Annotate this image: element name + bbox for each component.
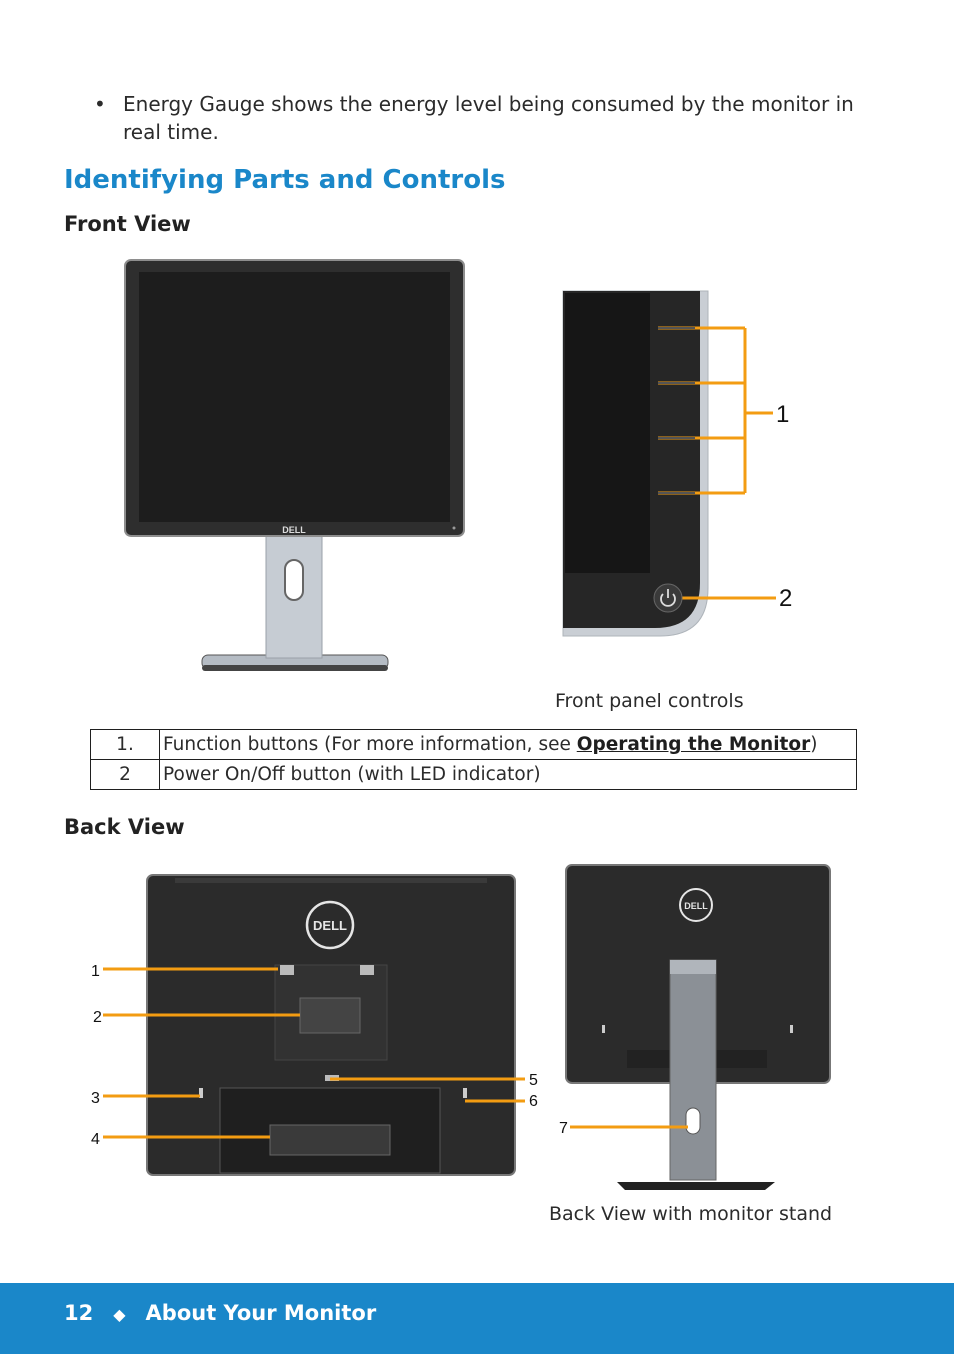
stand-base-shadow <box>202 665 388 671</box>
lock-slot-3 <box>199 1088 203 1098</box>
page-number: 12 <box>64 1301 94 1325</box>
dell-logo-back <box>305 900 355 950</box>
bullet-text: Energy Gauge shows the energy level bein… <box>123 92 854 144</box>
row-description: Power On/Off button (with LED indicator) <box>159 759 857 790</box>
service-tag <box>269 1124 391 1156</box>
back-callout-4: 4 <box>91 1131 100 1148</box>
panel-screen <box>565 293 650 573</box>
power-led <box>452 526 456 530</box>
power-icon <box>660 593 676 607</box>
front-view-caption: Front panel controls <box>555 690 744 712</box>
operating-the-monitor-link[interactable]: Operating the Monitor <box>576 734 811 755</box>
diamond-icon: ◆ <box>113 1305 126 1324</box>
back-callout-5: 5 <box>529 1072 538 1089</box>
back-callouts-right: 5 6 <box>529 1072 538 1110</box>
back-callout-1: 1 <box>91 963 100 980</box>
front-panel-closeup: 1 2 <box>562 290 792 637</box>
lock-slot-6 <box>463 1088 467 1098</box>
vesa-hole <box>360 965 374 975</box>
stand-column-top <box>670 960 716 974</box>
back-view-caption: Back View with monitor stand <box>549 1203 833 1225</box>
back-monitor-illustration: DELL 1 2 3 4 <box>91 874 525 1176</box>
vesa-hole <box>280 965 294 975</box>
front-monitor-illustration: DELL <box>124 259 465 671</box>
back-callout-7: 7 <box>559 1120 568 1137</box>
stand-column <box>669 959 717 1181</box>
dell-logo-front: DELL <box>282 525 306 535</box>
back-monitor-with-stand-illustration: DELL 7 <box>559 864 831 1190</box>
front-callout-1: 1 <box>776 401 789 428</box>
side-slot <box>602 1025 605 1033</box>
back-callout-6: 6 <box>529 1093 538 1110</box>
front-view-heading: Front View <box>64 212 191 236</box>
section-title: Identifying Parts and Controls <box>64 165 506 195</box>
page-footer: 12 ◆ About Your Monitor <box>0 1283 954 1354</box>
footer-text: 12 ◆ About Your Monitor <box>64 1301 376 1325</box>
side-slot <box>790 1025 793 1033</box>
table-row: 1. Function buttons (For more informatio… <box>90 729 857 760</box>
back-callout-2: 2 <box>93 1009 102 1026</box>
row-description-text: Function buttons (For more information, … <box>163 734 577 755</box>
bullet-dot: • <box>94 92 106 116</box>
svg-text:DELL: DELL <box>684 901 708 911</box>
cable-slot <box>284 559 304 601</box>
screen <box>139 272 450 522</box>
table-row: 2 Power On/Off button (with LED indicato… <box>90 759 857 790</box>
chapter-title: About Your Monitor <box>145 1301 377 1325</box>
row-number: 1. <box>90 729 160 760</box>
back-callout-3: 3 <box>91 1090 100 1107</box>
back-view-heading: Back View <box>64 815 185 839</box>
regulatory-label <box>299 997 361 1034</box>
row-number: 2 <box>90 759 160 790</box>
svg-text:DELL: DELL <box>313 918 347 933</box>
back-top-strip <box>175 878 487 883</box>
stand-foot <box>617 1182 775 1190</box>
stand-cable-slot <box>685 1107 701 1135</box>
row-description-suffix: ) <box>810 734 818 755</box>
front-callout-2: 2 <box>779 585 792 612</box>
row-description: Function buttons (For more information, … <box>159 729 857 760</box>
front-parts-table: 1. Function buttons (For more informatio… <box>90 729 857 790</box>
dell-logo-back-stand <box>679 888 713 922</box>
